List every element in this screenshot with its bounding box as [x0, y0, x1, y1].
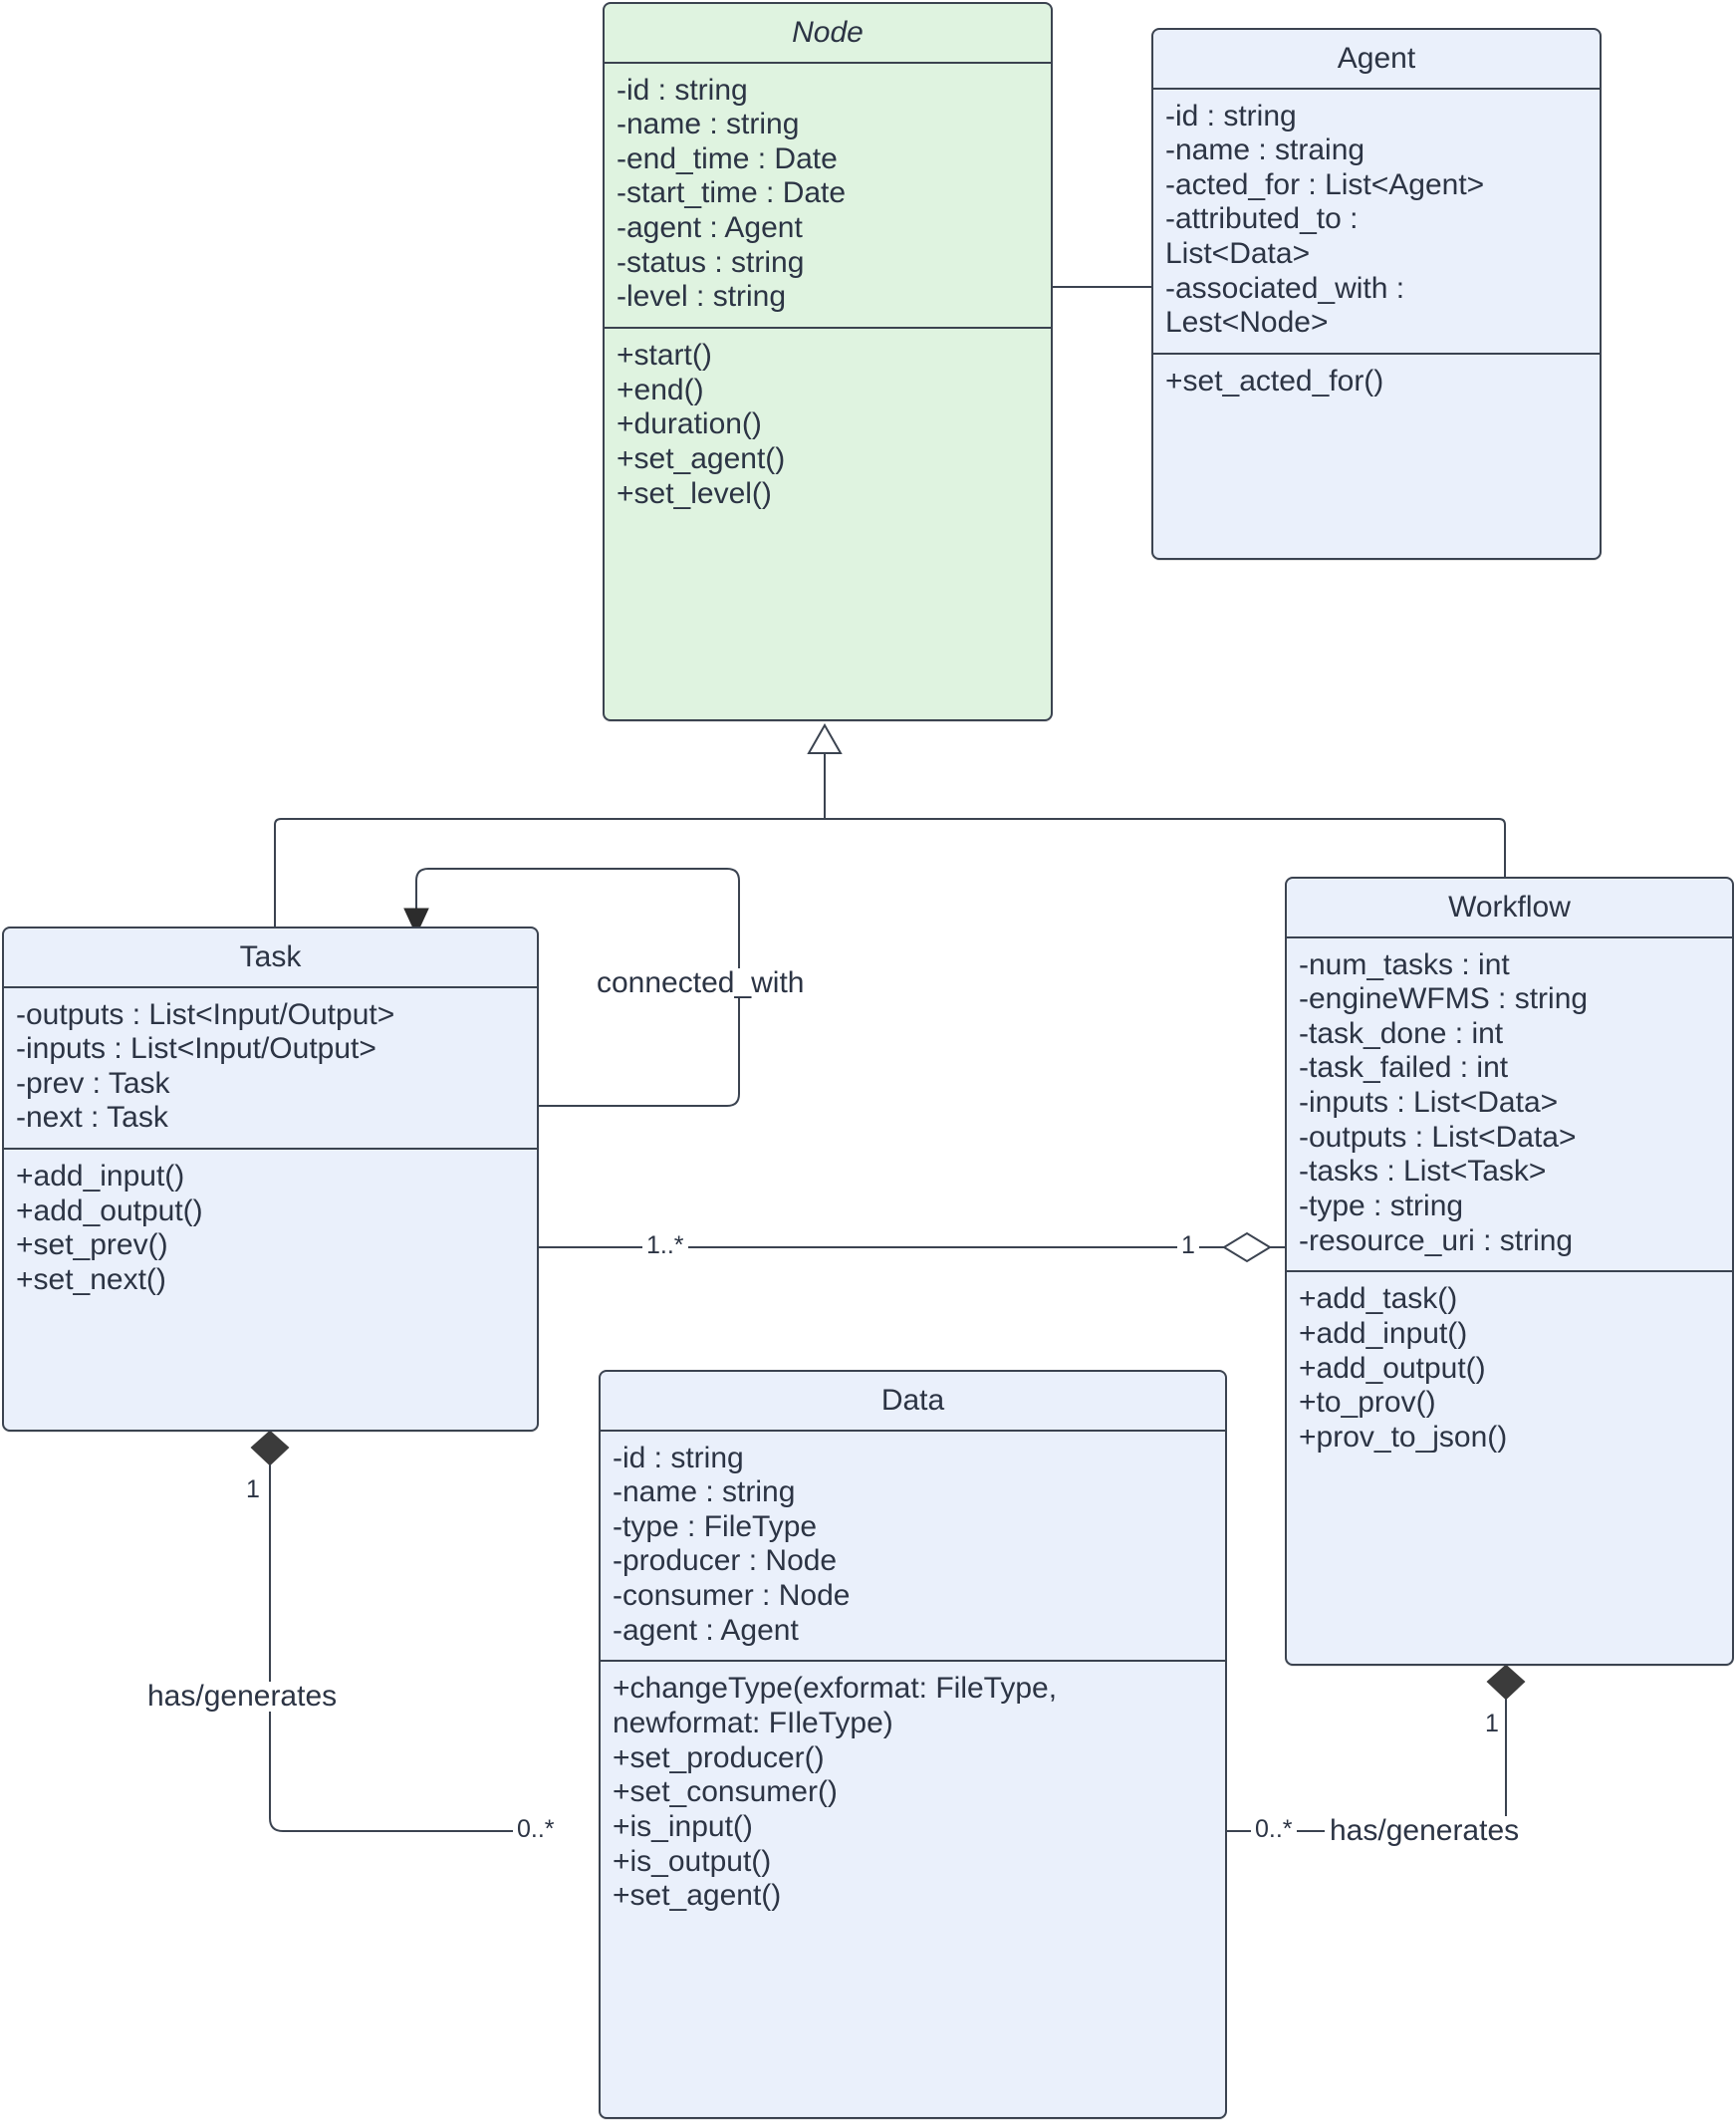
attribute: -status : string — [617, 245, 805, 279]
attribute: -type : string — [1299, 1189, 1464, 1222]
attribute: -resource_uri : string — [1299, 1223, 1574, 1257]
method: +is_input() — [613, 1809, 753, 1843]
method: +add_input() — [1299, 1316, 1468, 1350]
attribute: -id : string — [1165, 99, 1297, 133]
edge-label-task-has-generates: has/generates — [142, 1682, 343, 1712]
attribute: -name : straing — [1165, 133, 1365, 167]
class-attributes-agent: -id : string -name : straing -acted_for … — [1153, 90, 1600, 353]
method: +set_agent() — [613, 1879, 782, 1913]
class-box-node[interactable]: Node -id : string -name : string -end_ti… — [603, 2, 1053, 721]
multiplicity-task-to-data: 1 — [242, 1477, 264, 1502]
class-title-node: Node — [605, 4, 1051, 64]
class-title-task: Task — [4, 928, 537, 988]
attribute: -inputs : List<Data> — [1299, 1086, 1559, 1120]
method: +add_output() — [1299, 1351, 1486, 1385]
method: +is_output() — [613, 1844, 772, 1878]
attribute: -next : Task — [16, 1101, 168, 1135]
edge-label-workflow-has-generates: has/generates — [1325, 1816, 1525, 1846]
attribute: -name : string — [613, 1475, 796, 1509]
method: +set_prev() — [16, 1228, 168, 1262]
attribute: -type : FileType — [613, 1509, 818, 1543]
class-box-workflow[interactable]: Workflow -num_tasks : int -engineWFMS : … — [1285, 877, 1734, 1666]
attribute: -engineWFMS : string — [1299, 982, 1589, 1016]
attribute: -task_done : int — [1299, 1016, 1504, 1050]
edge-task-composes-data — [250, 1430, 558, 1832]
attribute: -id : string — [613, 1441, 744, 1474]
attribute: -agent : Agent — [613, 1613, 799, 1647]
attribute: -attributed_to : List<Data> — [1165, 202, 1359, 271]
attribute: -outputs : List<Input/Output> — [16, 997, 395, 1031]
edge-workflow-composes-data — [1227, 1664, 1526, 1832]
method: +prov_to_json() — [1299, 1420, 1508, 1454]
method: +start() — [617, 338, 712, 372]
class-methods-task: +add_input() +add_output() +set_prev() +… — [4, 1148, 537, 1310]
multiplicity-workflow-to-task: 1 — [1177, 1233, 1199, 1258]
class-methods-agent: +set_acted_for() — [1153, 352, 1600, 411]
attribute: -associated_with : Lest<Node> — [1165, 271, 1405, 340]
attribute: -outputs : List<Data> — [1299, 1120, 1577, 1154]
class-attributes-workflow: -num_tasks : int -engineWFMS : string -t… — [1287, 938, 1732, 1271]
method: +add_input() — [16, 1160, 185, 1193]
method: +duration() — [617, 407, 762, 441]
method: +set_producer() — [613, 1740, 825, 1774]
attribute: -level : string — [617, 280, 787, 314]
class-title-agent: Agent — [1153, 30, 1600, 90]
class-title-data: Data — [601, 1372, 1225, 1432]
method: +add_output() — [16, 1193, 203, 1227]
method: +add_task() — [1299, 1282, 1458, 1316]
attribute: -agent : Agent — [617, 211, 803, 245]
class-box-agent[interactable]: Agent -id : string -name : straing -acte… — [1151, 28, 1602, 560]
attribute: -acted_for : List<Agent> — [1165, 167, 1485, 201]
attribute: -producer : Node — [613, 1544, 838, 1578]
class-title-workflow: Workflow — [1287, 879, 1732, 938]
multiplicity-data-from-workflow: 0..* — [1251, 1817, 1297, 1842]
method: +end() — [617, 373, 704, 406]
attribute: -start_time : Date — [617, 176, 847, 210]
attribute: -task_failed : int — [1299, 1051, 1509, 1085]
multiplicity-workflow-to-data: 1 — [1481, 1712, 1503, 1736]
attribute: -id : string — [617, 73, 748, 107]
multiplicity-task-to-workflow: 1..* — [642, 1233, 688, 1258]
class-attributes-data: -id : string -name : string -type : File… — [601, 1432, 1225, 1661]
method: +set_acted_for() — [1165, 364, 1384, 398]
method: +set_consumer() — [613, 1775, 838, 1809]
class-methods-workflow: +add_task() +add_input() +add_output() +… — [1287, 1270, 1732, 1466]
attribute: -num_tasks : int — [1299, 947, 1510, 981]
method: +changeType(exformat: FileType, newforma… — [613, 1672, 1058, 1739]
attribute: -prev : Task — [16, 1066, 170, 1100]
multiplicity-data-from-task: 0..* — [513, 1817, 559, 1842]
method: +set_next() — [16, 1262, 166, 1296]
attribute: -inputs : List<Input/Output> — [16, 1032, 376, 1066]
class-attributes-task: -outputs : List<Input/Output> -inputs : … — [4, 988, 537, 1149]
method: +set_level() — [617, 476, 772, 510]
attribute: -consumer : Node — [613, 1579, 851, 1613]
method: +set_agent() — [617, 441, 786, 475]
class-methods-data: +changeType(exformat: FileType, newforma… — [601, 1660, 1225, 1925]
edge-label-connected-with: connected_with — [592, 968, 810, 998]
attribute: -tasks : List<Task> — [1299, 1155, 1547, 1189]
attribute: -end_time : Date — [617, 141, 838, 175]
attribute: -name : string — [617, 108, 800, 141]
class-methods-node: +start() +end() +duration() +set_agent()… — [605, 326, 1051, 523]
class-box-data[interactable]: Data -id : string -name : string -type :… — [599, 1370, 1227, 2119]
class-attributes-node: -id : string -name : string -end_time : … — [605, 64, 1051, 327]
method: +to_prov() — [1299, 1386, 1436, 1420]
class-box-task[interactable]: Task -outputs : List<Input/Output> -inpu… — [2, 927, 539, 1432]
